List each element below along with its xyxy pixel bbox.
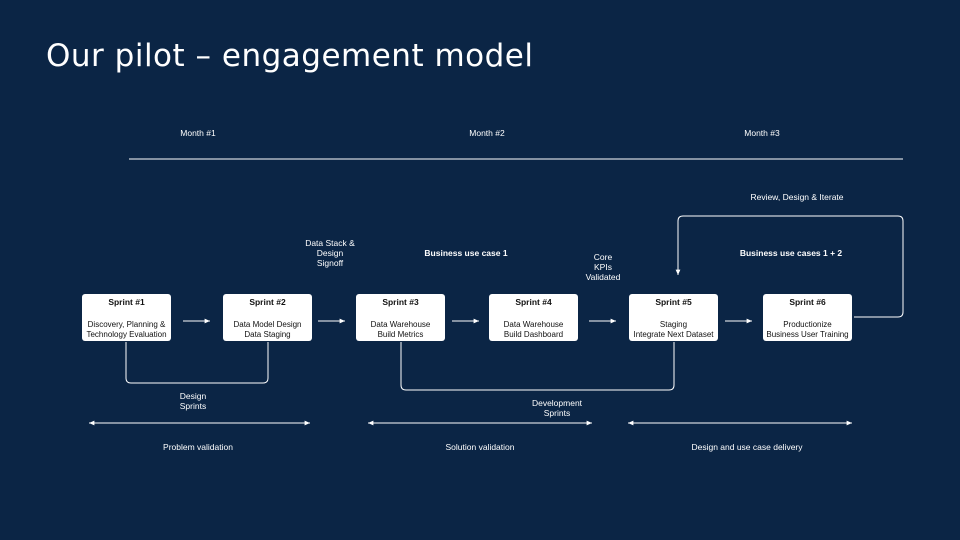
core-kpis-validated-label: Core KPIs Validated <box>585 252 621 282</box>
sprint-title: Sprint #2 <box>249 297 286 307</box>
month-label-3: Month #3 <box>744 128 780 138</box>
sprint-description: Data Warehouse Build Dashboard <box>503 320 564 339</box>
review-design-iterate-label: Review, Design & Iterate <box>750 192 844 202</box>
review-loop <box>675 215 904 318</box>
phase-label-solution-validation: Solution validation <box>445 442 515 452</box>
phase-label-problem-validation: Problem validation <box>163 442 233 452</box>
phase-label-design-delivery: Design and use case delivery <box>691 442 803 452</box>
data-stack-signoff-label: Data Stack & Design Signoff <box>305 238 355 268</box>
design-sprints-label: Design Sprints <box>179 391 207 411</box>
sprint-title: Sprint #3 <box>382 297 419 307</box>
sprint-description: Discovery, Planning & Technology Evaluat… <box>86 320 167 339</box>
sprint-title: Sprint #4 <box>515 297 552 307</box>
sprint-title: Sprint #1 <box>108 297 145 307</box>
sprint-title: Sprint #5 <box>655 297 692 307</box>
design-sprints-bracket <box>125 342 269 384</box>
development-sprints-label: Development Sprints <box>531 398 583 418</box>
sprint-box-3: Sprint #3 Data Warehouse Build Metrics <box>356 294 445 341</box>
sprint-description: Data Warehouse Build Metrics <box>370 320 431 339</box>
sprint-description: Productionize Business User Training <box>766 320 849 339</box>
development-sprints-bracket <box>400 342 675 391</box>
business-use-case-1-label: Business use case 1 <box>424 248 508 258</box>
sprint-box-4: Sprint #4 Data Warehouse Build Dashboard <box>489 294 578 341</box>
sprint-box-6: Sprint #6 Productionize Business User Tr… <box>763 294 852 341</box>
sprint-title: Sprint #6 <box>789 297 826 307</box>
sprint-box-2: Sprint #2 Data Model Design Data Staging <box>223 294 312 341</box>
month-label-2: Month #2 <box>469 128 505 138</box>
sprint-box-1: Sprint #1 Discovery, Planning & Technolo… <box>82 294 171 341</box>
business-use-cases-1-2-label: Business use cases 1 + 2 <box>739 248 843 258</box>
slide-title: Our pilot – engagement model <box>46 38 534 74</box>
sprint-box-5: Sprint #5 Staging Integrate Next Dataset <box>629 294 718 341</box>
sprint-description: Staging Integrate Next Dataset <box>633 320 714 339</box>
month-label-1: Month #1 <box>180 128 216 138</box>
sprint-description: Data Model Design Data Staging <box>233 320 302 339</box>
